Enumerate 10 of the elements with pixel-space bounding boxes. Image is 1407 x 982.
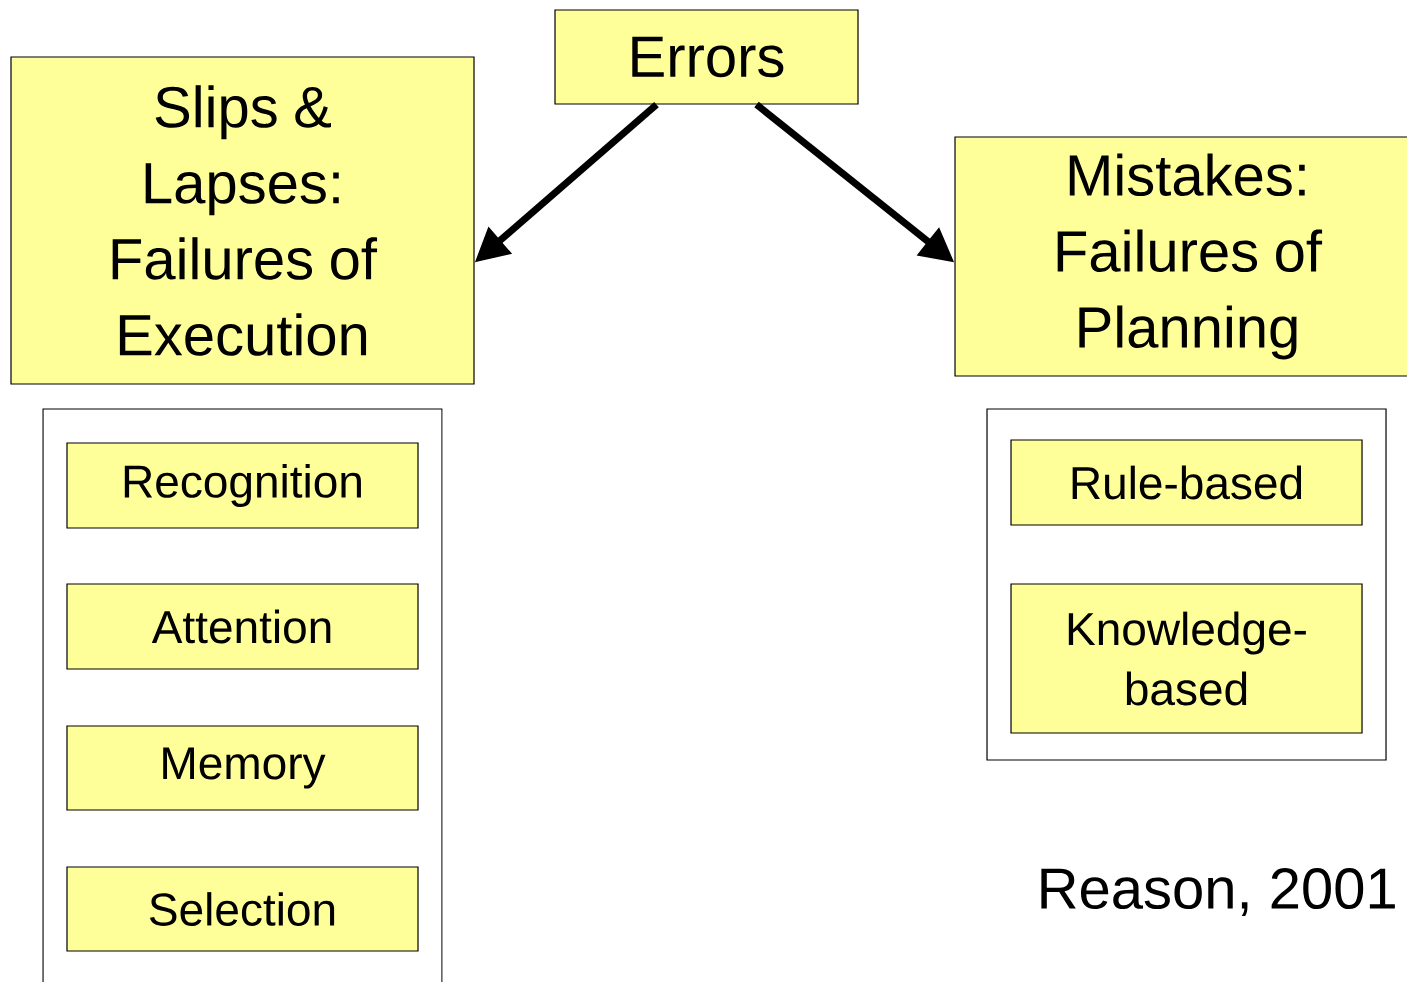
- category-box: Mistakes: Failures of Planning: [954, 136, 1407, 377]
- category-box: Slips & Lapses: Failures of Execution: [10, 56, 475, 385]
- type-box: Recognition: [66, 442, 419, 529]
- citation: Reason, 2001: [1041, 868, 1395, 916]
- type-box: Memory: [66, 725, 419, 811]
- type-box: Selection: [66, 866, 419, 952]
- heading-box: Errors: [554, 9, 859, 105]
- type-box: Knowledge-based: [1010, 583, 1363, 734]
- type-box: Attention: [66, 583, 419, 670]
- type-box: Rule-based: [1010, 439, 1363, 526]
